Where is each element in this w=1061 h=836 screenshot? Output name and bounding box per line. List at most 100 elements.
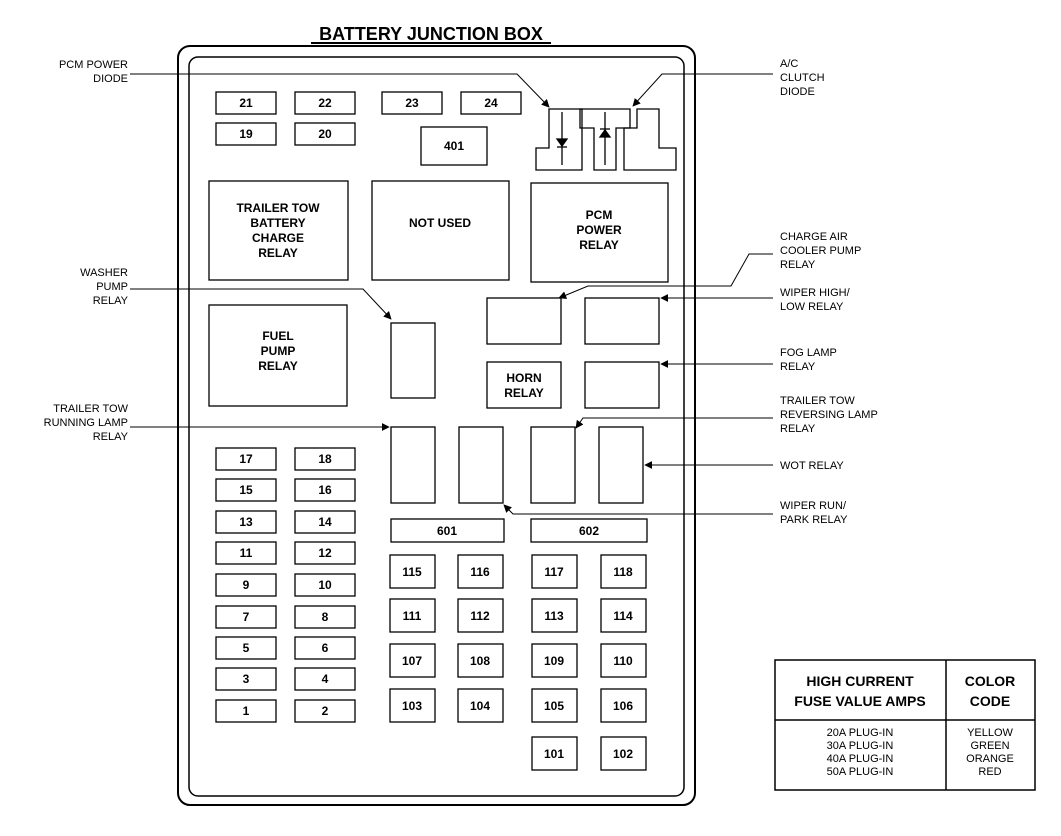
table-cell-color: ORANGE — [966, 753, 1014, 765]
svg-text:1: 1 — [243, 704, 250, 718]
svg-text:117: 117 — [544, 565, 564, 579]
fuse-5: 5 — [215, 636, 277, 660]
fuse-111: 111 — [389, 598, 436, 633]
fuse-602: 602 — [530, 518, 648, 543]
svg-text:101: 101 — [544, 747, 564, 761]
svg-text:401: 401 — [444, 139, 464, 153]
fuse-110: 110 — [600, 643, 647, 678]
fog-lamp-relay — [584, 361, 660, 409]
svg-text:104: 104 — [470, 699, 490, 713]
fuse-1: 1 — [215, 699, 277, 723]
svg-text:116: 116 — [470, 565, 490, 579]
svg-text:RUNNING LAMP: RUNNING LAMP — [44, 417, 128, 429]
svg-text:106: 106 — [613, 699, 633, 713]
svg-text:109: 109 — [544, 654, 564, 668]
svg-text:10: 10 — [318, 578, 332, 592]
callout-pcm-power-diode: PCM POWER DIODE — [59, 59, 550, 108]
svg-text:HORN: HORN — [506, 371, 541, 385]
table-header-color-line1: COLOR — [965, 673, 1016, 689]
svg-text:COOLER PUMP: COOLER PUMP — [780, 245, 861, 257]
wiper-run-park-relay — [458, 426, 504, 504]
fuse-101: 101 — [531, 736, 578, 771]
callout-trailer-tow-running-lamp-relay: TRAILER TOW RUNNING LAMP RELAY — [44, 403, 390, 443]
svg-text:REVERSING LAMP: REVERSING LAMP — [780, 409, 878, 421]
svg-text:CLUTCH: CLUTCH — [780, 72, 825, 84]
fuse-color-code-table: HIGH CURRENT FUSE VALUE AMPS COLOR CODE … — [774, 659, 1036, 791]
fuse-106: 106 — [600, 688, 647, 723]
fuse-2: 2 — [294, 699, 356, 723]
svg-text:NOT USED: NOT USED — [409, 216, 471, 230]
svg-text:CHARGE AIR: CHARGE AIR — [780, 231, 848, 243]
ac-clutch-diode-connector — [579, 108, 677, 171]
trailer-tow-reversing-lamp-relay — [530, 426, 576, 504]
fuse-8: 8 — [294, 605, 356, 629]
horn-relay: HORN RELAY — [486, 361, 562, 409]
fuse-103: 103 — [389, 688, 436, 723]
fuse-4: 4 — [294, 667, 356, 691]
svg-text:601: 601 — [437, 524, 457, 538]
washer-pump-relay — [390, 322, 436, 399]
trailer-tow-battery-charge-relay: TRAILER TOW BATTERY CHARGE RELAY — [208, 180, 349, 281]
svg-text:16: 16 — [318, 483, 332, 497]
callout-fog-lamp-relay: FOG LAMP RELAY — [660, 347, 837, 373]
wiper-high-low-relay — [584, 297, 660, 345]
svg-text:9: 9 — [243, 578, 250, 592]
callout-trailer-tow-reversing-lamp-relay: TRAILER TOW REVERSING LAMP RELAY — [575, 395, 878, 435]
svg-text:5: 5 — [243, 641, 250, 655]
fuse-6: 6 — [294, 636, 356, 660]
svg-text:2: 2 — [322, 704, 329, 718]
svg-text:15: 15 — [239, 483, 253, 497]
pcm-power-diode-connector — [535, 108, 583, 171]
fuse-102: 102 — [600, 736, 647, 771]
fuse-17: 17 — [215, 447, 277, 471]
svg-text:WIPER RUN/: WIPER RUN/ — [780, 500, 847, 512]
fuse-115: 115 — [389, 554, 436, 589]
svg-text:110: 110 — [613, 654, 633, 668]
svg-text:105: 105 — [544, 699, 564, 713]
svg-text:24: 24 — [484, 96, 498, 110]
svg-text:PARK RELAY: PARK RELAY — [780, 514, 848, 526]
svg-text:115: 115 — [402, 565, 422, 579]
svg-text:PUMP: PUMP — [261, 344, 296, 358]
trailer-tow-running-lamp-relay — [390, 426, 436, 504]
fuse-3: 3 — [215, 667, 277, 691]
svg-text:107: 107 — [402, 654, 422, 668]
svg-text:TRAILER TOW: TRAILER TOW — [780, 395, 855, 407]
fuse-13: 13 — [215, 510, 277, 534]
fuse-14: 14 — [294, 510, 356, 534]
svg-text:TRAILER TOW: TRAILER TOW — [236, 201, 320, 215]
table-cell-value: 40A PLUG-IN — [827, 753, 894, 765]
table-cell-color: YELLOW — [967, 727, 1013, 739]
table-cell-color: RED — [978, 766, 1001, 778]
fuse-18: 18 — [294, 447, 356, 471]
fuse-109: 109 — [531, 643, 578, 678]
fuse-116: 116 — [457, 554, 504, 589]
svg-text:LOW RELAY: LOW RELAY — [780, 301, 844, 313]
svg-text:DIODE: DIODE — [93, 73, 128, 85]
svg-text:12: 12 — [318, 546, 332, 560]
table-cell-value: 20A PLUG-IN — [827, 727, 894, 739]
not-used-relay: NOT USED — [371, 180, 510, 281]
fuse-112: 112 — [457, 598, 504, 633]
svg-text:23: 23 — [405, 96, 419, 110]
wot-relay — [598, 426, 644, 504]
fuse-24: 24 — [460, 91, 522, 115]
fuse-16: 16 — [294, 478, 356, 502]
svg-text:17: 17 — [239, 452, 253, 466]
fuse-118: 118 — [600, 554, 647, 589]
svg-text:19: 19 — [239, 127, 253, 141]
svg-text:13: 13 — [239, 515, 253, 529]
fuse-21: 21 — [215, 91, 277, 115]
svg-text:RELAY: RELAY — [93, 295, 129, 307]
svg-text:22: 22 — [318, 96, 332, 110]
svg-text:6: 6 — [322, 641, 329, 655]
svg-text:RELAY: RELAY — [579, 238, 619, 252]
fuse-601: 601 — [390, 518, 505, 543]
svg-text:PCM POWER: PCM POWER — [59, 59, 128, 71]
svg-text:11: 11 — [240, 546, 253, 560]
svg-text:PUMP: PUMP — [96, 281, 128, 293]
svg-text:102: 102 — [613, 747, 633, 761]
svg-text:TRAILER TOW: TRAILER TOW — [53, 403, 128, 415]
callout-wiper-run-park-relay: WIPER RUN/ PARK RELAY — [503, 500, 848, 526]
svg-text:112: 112 — [470, 609, 490, 623]
